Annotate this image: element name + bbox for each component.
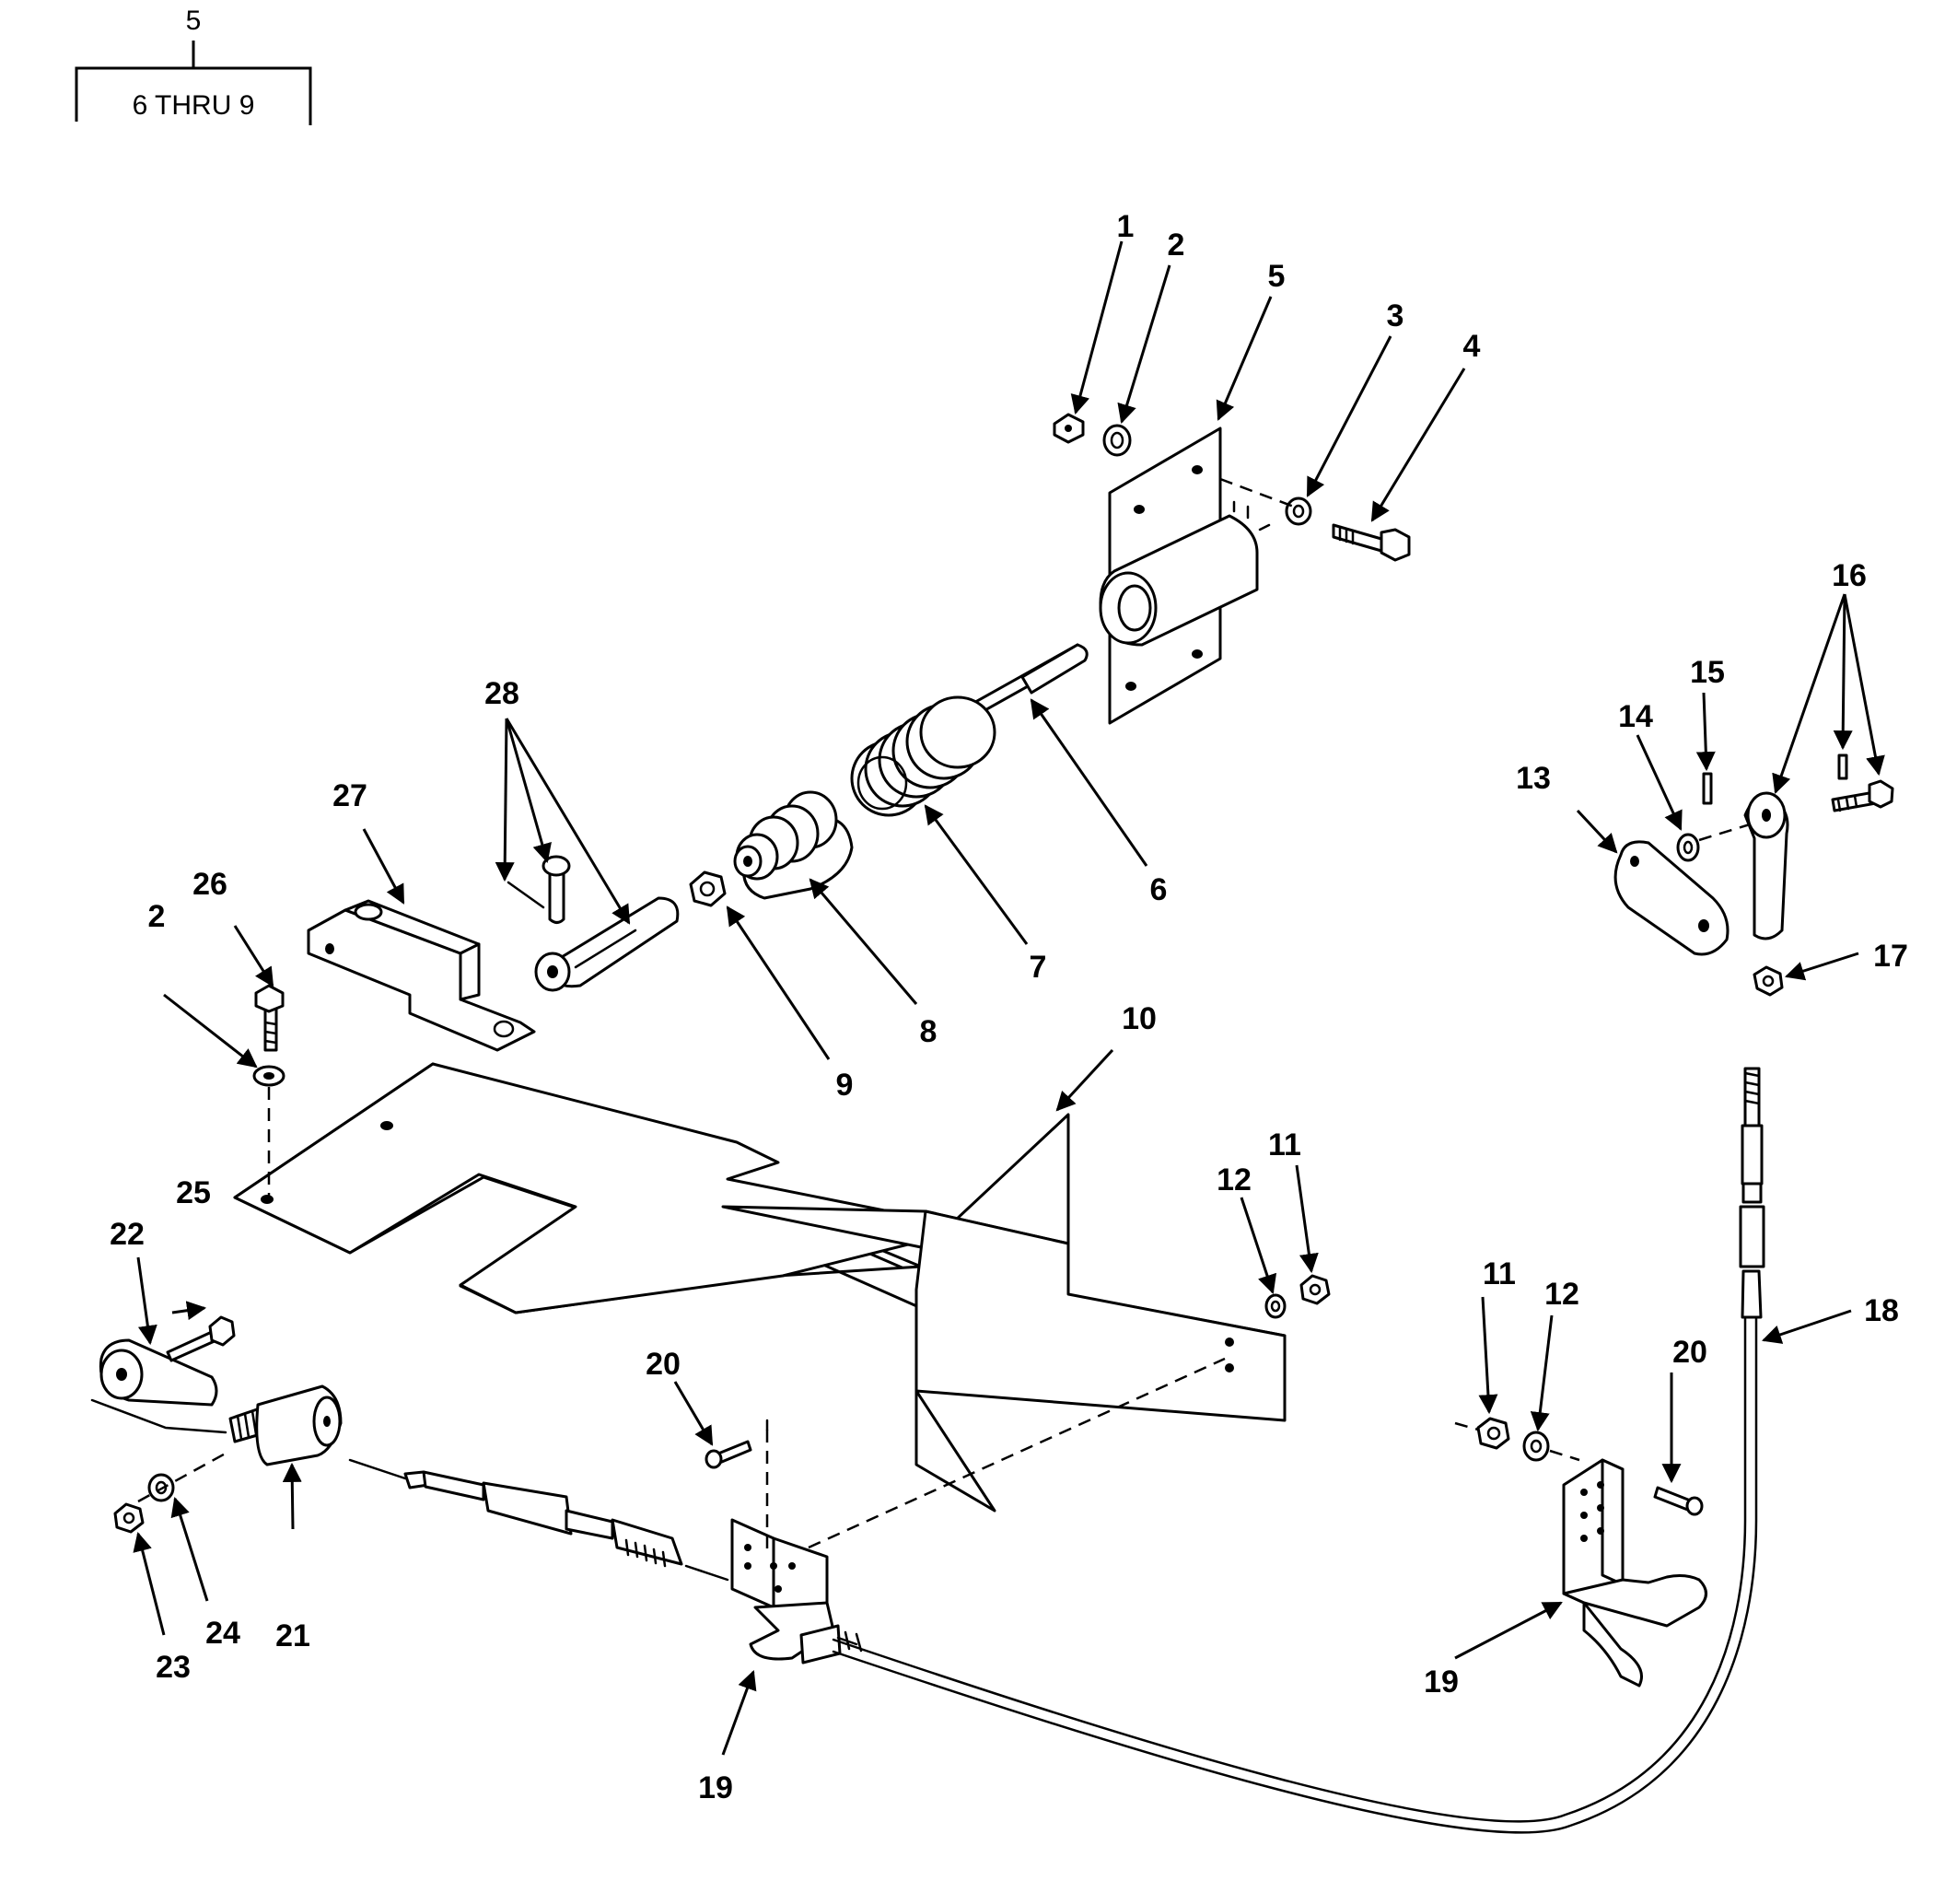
pin-16 [1837, 753, 1848, 780]
callout-5: 5 [1268, 259, 1286, 294]
assembly-bracket: 5 6 THRU 9 [75, 6, 312, 125]
solenoid-bracket-5 [1099, 426, 1271, 725]
link-13 [1613, 840, 1730, 956]
mounting-plate-10 [233, 1062, 1287, 1513]
bracket-inner-label: 6 THRU 9 [133, 90, 255, 121]
lever-27 [307, 899, 536, 1052]
screw-20-right [1653, 1486, 1704, 1516]
coupler-21 [228, 1384, 343, 1466]
callout-6: 6 [1150, 872, 1168, 907]
callout-24: 24 [205, 1616, 240, 1651]
nut-9 [689, 870, 727, 907]
callout-14: 14 [1618, 699, 1653, 734]
callout-18: 18 [1864, 1293, 1899, 1328]
lockwasher-2 [1102, 424, 1132, 457]
nut-11-lower [1476, 1417, 1510, 1450]
cable-bracket-19-left [730, 1518, 842, 1665]
callout-17: 17 [1873, 939, 1908, 974]
callout-19-left: 19 [698, 1770, 733, 1805]
washer-2-left [252, 1065, 285, 1087]
clevis-28 [534, 896, 680, 992]
callout-22: 22 [110, 1217, 145, 1252]
washer-3 [1285, 496, 1312, 526]
callout-26: 26 [192, 867, 227, 902]
callout-9: 9 [836, 1068, 854, 1103]
callout-25: 25 [176, 1175, 211, 1210]
callout-13: 13 [1516, 761, 1551, 796]
callout-2: 2 [1168, 228, 1185, 263]
clevis-pin-28 [542, 855, 571, 924]
leader-lines [133, 240, 1885, 1756]
rod-end-16 [1743, 791, 1789, 940]
callout-12-upper: 12 [1217, 1162, 1252, 1197]
bolt-26 [254, 984, 285, 1052]
callout-7: 7 [1030, 950, 1047, 985]
nut-17 [1753, 965, 1784, 997]
pin-15 [1702, 772, 1713, 805]
callout-2-left: 2 [148, 899, 166, 934]
callout-23: 23 [156, 1650, 191, 1685]
cotter-pin-28 [507, 881, 545, 909]
nut-1 [1053, 413, 1085, 444]
callout-27: 27 [332, 778, 367, 813]
lockwasher-12-upper [1264, 1293, 1287, 1319]
callout-3: 3 [1387, 298, 1404, 333]
lockwasher-12-lower [1522, 1431, 1550, 1462]
callout-1: 1 [1117, 209, 1135, 244]
callout-20-right: 20 [1672, 1335, 1707, 1370]
spring-7 [850, 695, 996, 817]
nut-11-upper [1299, 1274, 1331, 1305]
bolt-25 [166, 1315, 236, 1362]
callout-4: 4 [1463, 329, 1481, 364]
callout-15: 15 [1690, 655, 1725, 690]
callout-16: 16 [1832, 558, 1867, 593]
bolt-4 [1332, 523, 1411, 562]
callout-10: 10 [1122, 1001, 1157, 1036]
callout-8: 8 [920, 1014, 938, 1049]
callout-19-right: 19 [1424, 1665, 1459, 1700]
control-cable-18 [348, 1067, 1765, 1834]
bolt-16 [1831, 779, 1894, 812]
callout-numbers: 1 2 5 3 4 6 7 8 9 10 11 12 11 12 13 14 1… [110, 209, 1908, 1805]
callout-20-left: 20 [646, 1347, 681, 1382]
rubber-boot-8 [733, 790, 854, 900]
cable-bracket-19-right [1562, 1458, 1707, 1688]
bracket-top-label: 5 [186, 6, 202, 36]
callout-28: 28 [484, 676, 519, 711]
washer-14 [1676, 833, 1700, 862]
callout-21: 21 [275, 1618, 310, 1653]
callout-12-lower: 12 [1544, 1277, 1579, 1312]
nut-23 [113, 1502, 145, 1534]
screw-20-left [705, 1440, 752, 1469]
callout-11-upper: 11 [1268, 1127, 1301, 1162]
rod-end-22 [90, 1338, 227, 1434]
callout-11-lower: 11 [1483, 1256, 1516, 1291]
